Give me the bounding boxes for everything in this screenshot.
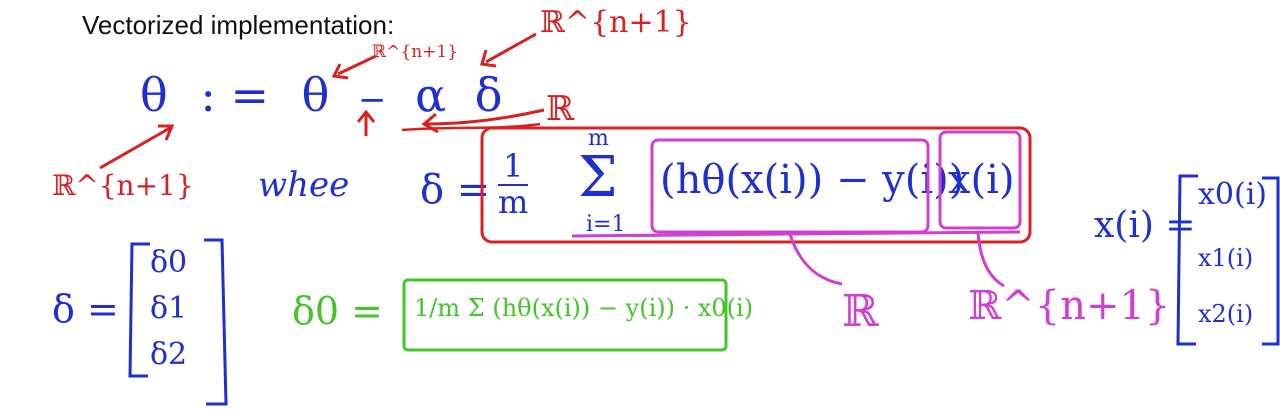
x-i-term: x(i) bbox=[948, 157, 1015, 203]
dim-label-x-i: ℝ^{n+1} bbox=[968, 283, 1171, 329]
dim-label-theta-lhs: ℝ^{n+1} bbox=[52, 169, 194, 202]
delta-vector-entry-2: δ2 bbox=[150, 337, 188, 372]
x-vector-entry-0: x0(i) bbox=[1198, 177, 1268, 212]
dim-label-alpha: ℝ bbox=[546, 89, 575, 129]
delta-vector-entry-1: δ1 bbox=[150, 291, 188, 326]
arrow-to-theta-lhs bbox=[99, 126, 171, 170]
dim-label-error-term: ℝ bbox=[842, 286, 879, 337]
delta-definition: δ = bbox=[420, 170, 490, 210]
error-term: (hθ(x(i)) − y(i)) bbox=[660, 157, 965, 203]
x-vector-entry-2: x2(i) bbox=[1198, 300, 1254, 328]
delta-vector-lhs: δ = bbox=[52, 287, 119, 331]
delta-def-lhs: δ = bbox=[420, 167, 491, 213]
slide-title: Vectorized implementation: bbox=[82, 10, 395, 40]
x-vector-left-bracket bbox=[1176, 174, 1198, 346]
where-text: whee bbox=[258, 165, 350, 205]
assign-operator: : = bbox=[200, 68, 269, 122]
x-vector-entry-1: x1(i) bbox=[1198, 244, 1254, 272]
delta-vector-left-bracket bbox=[128, 242, 150, 378]
theta-lhs: θ bbox=[140, 68, 168, 122]
sum-sigma: Σ bbox=[578, 145, 618, 210]
dim-label-delta: ℝ^{n+1} bbox=[540, 5, 692, 40]
update-rule: θ : = θ − α δ bbox=[140, 72, 502, 118]
pointer-error-term bbox=[788, 233, 843, 286]
theta-rhs: θ bbox=[301, 68, 330, 122]
alpha-symbol: α bbox=[415, 68, 447, 122]
x-vector-lhs: x(i) = bbox=[1094, 205, 1196, 246]
arrow-to-delta bbox=[485, 32, 537, 64]
delta-def-fraction: 1 m bbox=[498, 147, 529, 221]
sum-lower-limit: i=1 bbox=[586, 212, 626, 237]
delta0-body: 1/m Σ (hθ(x(i)) − y(i)) · x0(i) bbox=[414, 294, 754, 322]
minus-sign: − bbox=[357, 80, 387, 120]
fraction-numerator: 1 bbox=[502, 147, 524, 185]
delta-vector-entry-0: δ0 bbox=[150, 245, 188, 280]
fraction-denominator: m bbox=[498, 182, 529, 221]
delta-symbol: δ bbox=[474, 68, 503, 122]
arrowhead-theta-lhs bbox=[158, 124, 175, 141]
dim-label-theta-rhs: ℝ^{n+1} bbox=[372, 42, 459, 62]
delta0-lhs: δ0 = bbox=[292, 289, 383, 333]
arrowhead-delta bbox=[480, 49, 497, 68]
delta-vector-right-bracket bbox=[204, 238, 228, 406]
sum-underline bbox=[571, 230, 1021, 238]
underline-alpha-delta bbox=[401, 122, 541, 132]
pointer-x-i bbox=[976, 231, 1005, 288]
